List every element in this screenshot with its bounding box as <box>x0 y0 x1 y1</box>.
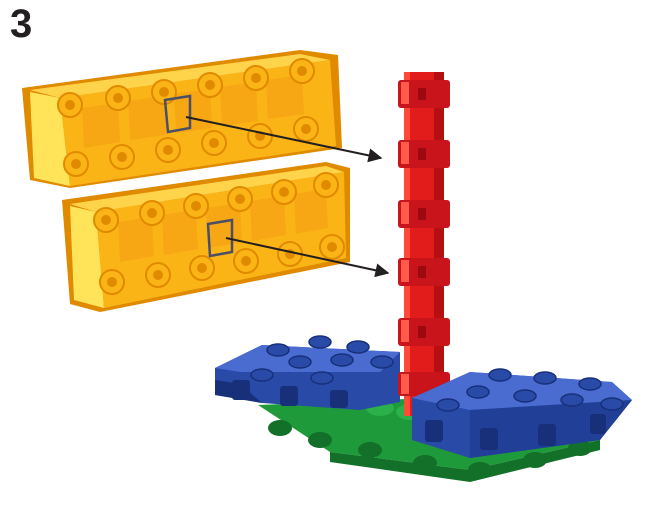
blue-base-plate-left <box>215 335 400 410</box>
yellow-bar-bottom <box>62 162 350 312</box>
red-pole <box>398 72 450 416</box>
assembly-arrows <box>185 116 390 278</box>
step-number: 3 <box>10 2 33 46</box>
yellow-bar-top <box>22 50 342 188</box>
connector-box-top <box>163 94 192 134</box>
connector-box-bottom <box>206 218 234 258</box>
blue-base-plate-right <box>412 368 632 458</box>
arrow-bottom <box>225 237 390 278</box>
arrow-top <box>185 116 383 163</box>
